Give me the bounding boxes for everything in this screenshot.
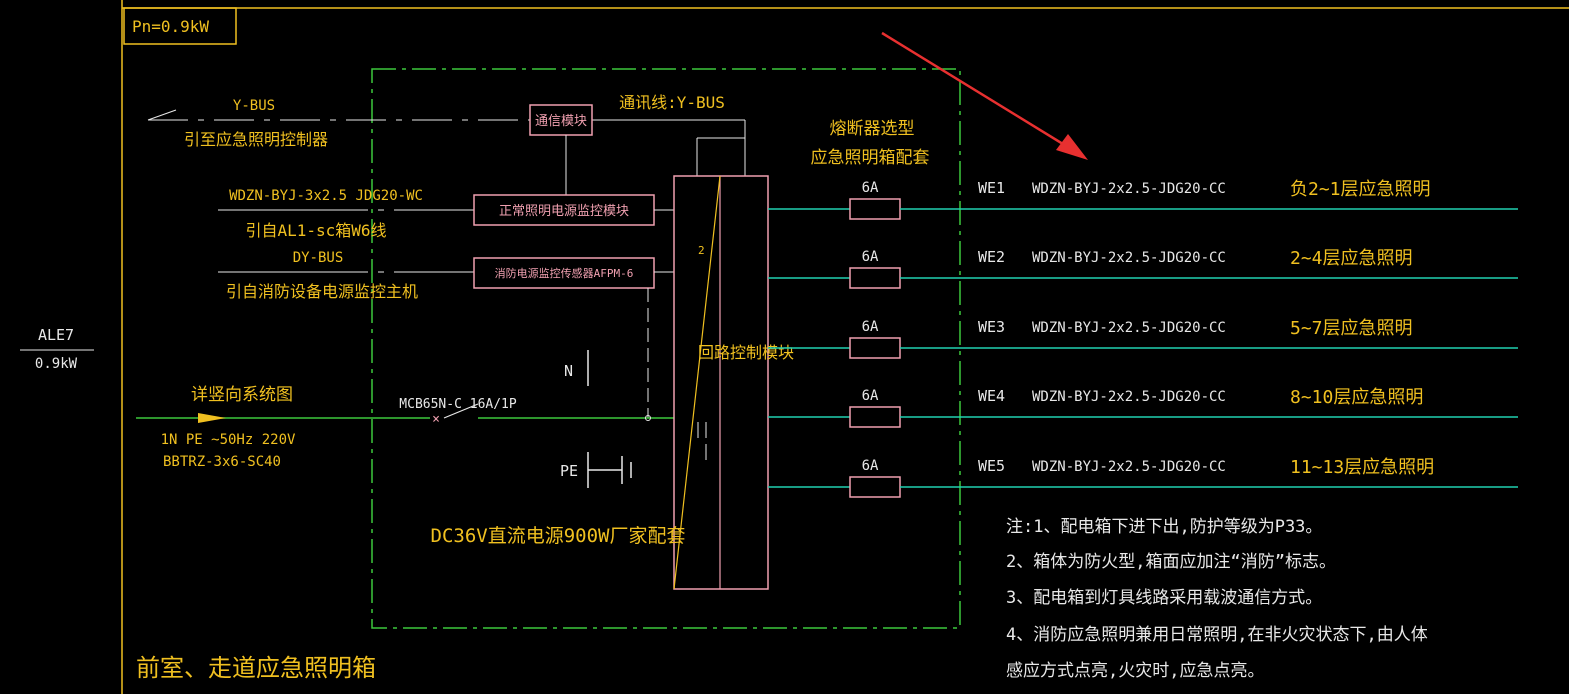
- fuse-icon: [849, 267, 901, 289]
- panel-power: 0.9kW: [35, 356, 78, 372]
- loop-control-mark: 2: [698, 244, 705, 257]
- feeder-cable: WDZN-BYJ-2x2.5-JDG20-CC: [1032, 181, 1226, 197]
- dc-supply-label: DC36V直流电源900W厂家配套: [431, 525, 686, 547]
- breaker-switch-icon: [443, 403, 479, 419]
- ybus-label: Y-BUS: [233, 98, 275, 114]
- comm-module-box: [529, 104, 593, 136]
- feeder-id: WE2: [978, 248, 1005, 266]
- feeder-destination: 11~13层应急照明: [1290, 457, 1434, 478]
- feeder-destination: 5~7层应急照明: [1290, 318, 1413, 339]
- loop-control-box: [673, 175, 769, 590]
- fuse-rating: 6A: [862, 319, 879, 335]
- comm-line-label: 通讯线:Y-BUS: [619, 93, 725, 112]
- panel-id: ALE7: [38, 326, 74, 344]
- loop-control-diagonal: [673, 175, 721, 590]
- normal-monitor-label: 正常照明电源监控模块: [499, 204, 629, 219]
- notes: 注:1、配电箱下进下出,防护等级为P33。 2、箱体为防火型,箱面应加注“消防”…: [1006, 517, 1428, 681]
- fuse-header-line1: 熔断器选型: [830, 119, 915, 139]
- fire-monitor-label: 消防电源监控传感器AFPM-6: [495, 266, 634, 280]
- feeder-cable: WDZN-BYJ-2x2.5-JDG20-CC: [1032, 459, 1226, 475]
- loop-control-contacts: [697, 422, 707, 460]
- note-line: 注:1、配电箱下进下出,防护等级为P33。: [1006, 517, 1322, 537]
- pe-label: PE: [560, 462, 578, 480]
- n-label: N: [564, 362, 573, 380]
- note-line: 2、箱体为防火型,箱面应加注“消防”标志。: [1006, 552, 1336, 572]
- feeder-cable: WDZN-BYJ-2x2.5-JDG20-CC: [1032, 250, 1226, 266]
- enclosure-box: [371, 68, 961, 629]
- feeder-destination: 8~10层应急照明: [1290, 387, 1423, 408]
- panel-title: 前室、走道应急照明箱: [136, 654, 376, 682]
- feeder-id: WE3: [978, 318, 1005, 336]
- fuse-rating: 6A: [862, 180, 879, 196]
- feeder-destination: 负2~1层应急照明: [1290, 179, 1431, 200]
- feeder-id: WE4: [978, 387, 1005, 405]
- system-ref: 详竖向系统图: [191, 385, 293, 405]
- comm-module-label: 通信模块: [535, 114, 587, 129]
- dybus-label: DY-BUS: [293, 250, 344, 266]
- fuse-rating: 6A: [862, 388, 879, 404]
- main-spec-1: 1N PE ~50Hz 220V: [161, 432, 296, 448]
- fuse-rating: 6A: [862, 249, 879, 265]
- dybus-desc: 引自消防设备电源监控主机: [226, 282, 418, 301]
- drawing-frame: [121, 0, 1569, 694]
- wdzn-label: WDZN-BYJ-3x2.5 JDG20-WC: [229, 188, 423, 204]
- junction-dot: [645, 415, 651, 421]
- power-label: Pn=0.9kW: [132, 17, 209, 36]
- note-line: 4、消防应急照明兼用日常照明,在非火灾状态下,由人体: [1006, 625, 1428, 645]
- note-line: 3、配电箱到灯具线路采用载波通信方式。: [1006, 588, 1322, 608]
- feeder-id: WE1: [978, 179, 1005, 197]
- red-arrow-icon: [881, 31, 1088, 160]
- breaker-label: MCB65N-C 16A/1P: [399, 397, 517, 412]
- input-arrow-icon: [198, 413, 226, 423]
- fire-monitor-box: [473, 257, 655, 289]
- pe-ground-symbol: [587, 452, 632, 488]
- ybus-input-line: [147, 109, 746, 176]
- fuse-header-line2: 应急照明箱配套: [811, 148, 930, 168]
- fuse-rating: 6A: [862, 458, 879, 474]
- loop-control-label: 回路控制模块: [698, 343, 794, 362]
- feeder-cable: WDZN-BYJ-2x2.5-JDG20-CC: [1032, 320, 1226, 336]
- fuse-icon: [849, 337, 901, 359]
- breaker-symbol: ×: [432, 412, 440, 427]
- main-spec-2: BBTRZ-3x6-SC40: [163, 454, 281, 470]
- feeder-id: WE5: [978, 457, 1005, 475]
- feeder-cable: WDZN-BYJ-2x2.5-JDG20-CC: [1032, 389, 1226, 405]
- feeder-destination: 2~4层应急照明: [1290, 248, 1413, 269]
- fuse-icon: [849, 406, 901, 428]
- fuse-icon: [849, 198, 901, 220]
- note-line: 感应方式点亮,火灾时,应急点亮。: [1006, 661, 1264, 681]
- wdzn-desc: 引自AL1-sc箱W6线: [245, 221, 386, 240]
- ybus-desc: 引至应急照明控制器: [184, 130, 328, 149]
- fuse-icon: [849, 476, 901, 498]
